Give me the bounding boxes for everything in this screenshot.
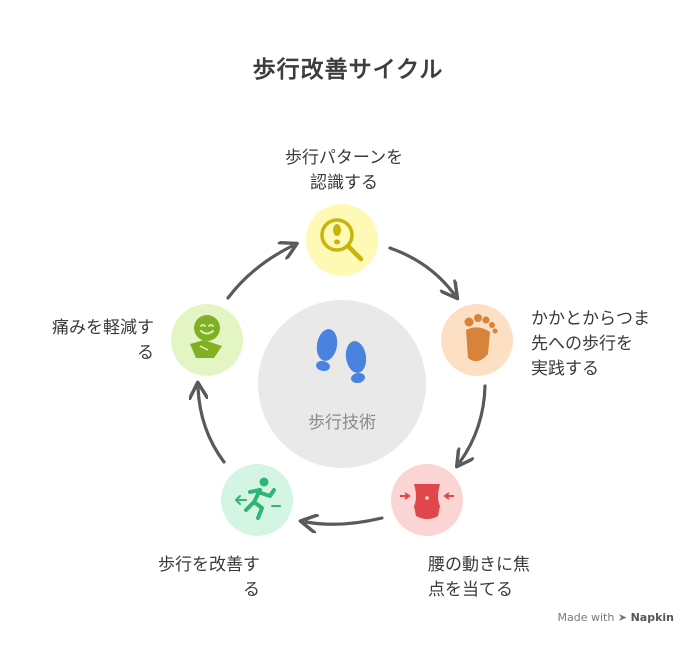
center-label: 歩行技術 (308, 413, 376, 433)
footprints-icon (316, 329, 367, 384)
step-4-label: 歩行を改善す る (158, 555, 260, 600)
arrow-3-to-4 (306, 518, 384, 524)
foot-icon (464, 314, 498, 362)
step-4-node (221, 464, 293, 536)
watermark-brand: Napkin (630, 611, 674, 624)
healing-hand-icon (190, 315, 222, 358)
step-1-label: 歩行パターンを 認識する (284, 148, 404, 193)
step-3-node (391, 464, 463, 536)
watermark-prefix: Made with (557, 611, 615, 624)
arrow-5-to-1 (226, 246, 292, 300)
step-2-label: かかとからつま 先への歩行を 実践する (531, 309, 650, 379)
cycle-arrows (198, 246, 487, 524)
step-5-label: 痛みを軽減す る (52, 318, 154, 363)
arrow-2-to-3 (460, 384, 487, 462)
center-circle (258, 300, 426, 468)
diagram-title: 歩行改善サイクル (252, 57, 444, 83)
running-person-icon (235, 477, 281, 520)
step-2-node (441, 304, 513, 376)
arrow-4-to-5 (198, 388, 226, 464)
footprint-magnifier-icon (320, 218, 364, 262)
step-3-label: 腰の動きに焦 点を当てる (428, 555, 530, 600)
napkin-logo-icon: ➤ (617, 611, 628, 624)
arrow-1-to-2 (388, 246, 454, 294)
watermark[interactable]: Made with ➤ Napkin (558, 611, 674, 624)
waist-icon (400, 484, 454, 519)
step-1-node (306, 204, 378, 276)
step-5-node (171, 304, 243, 376)
